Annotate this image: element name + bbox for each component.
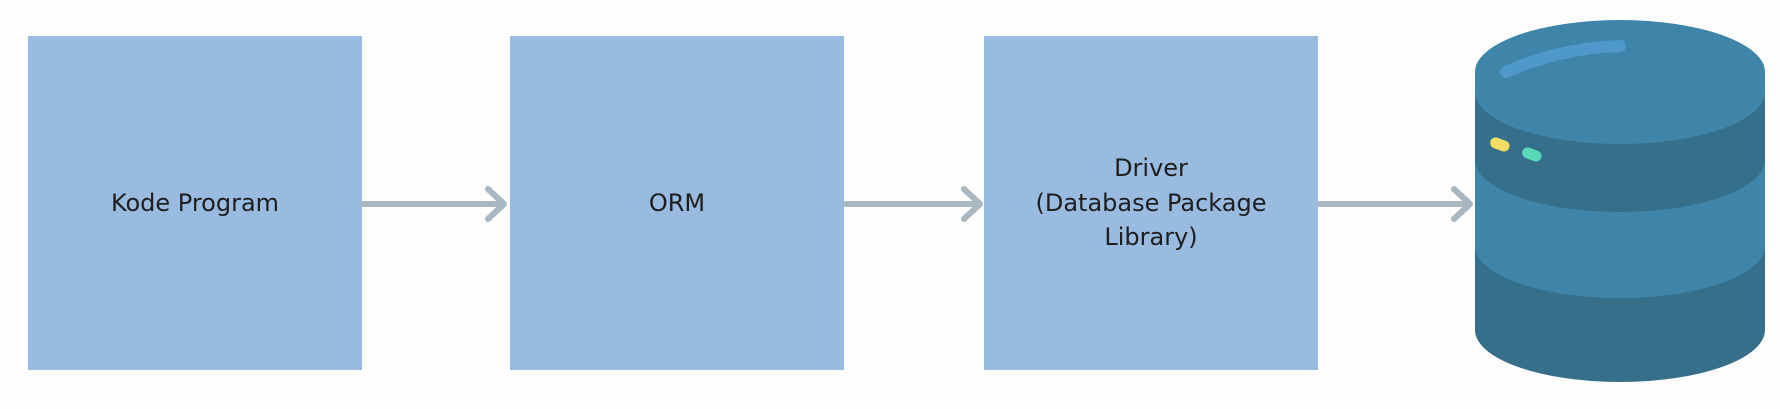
- node-kode-program: Kode Program: [28, 36, 362, 370]
- node-driver: Driver (Database Package Library): [984, 36, 1318, 370]
- node-orm: ORM: [510, 36, 844, 370]
- arrow-orm-to-driver: [843, 186, 983, 222]
- arrow-driver-to-database: [1317, 186, 1473, 222]
- arrow-code-to-orm: [361, 186, 507, 222]
